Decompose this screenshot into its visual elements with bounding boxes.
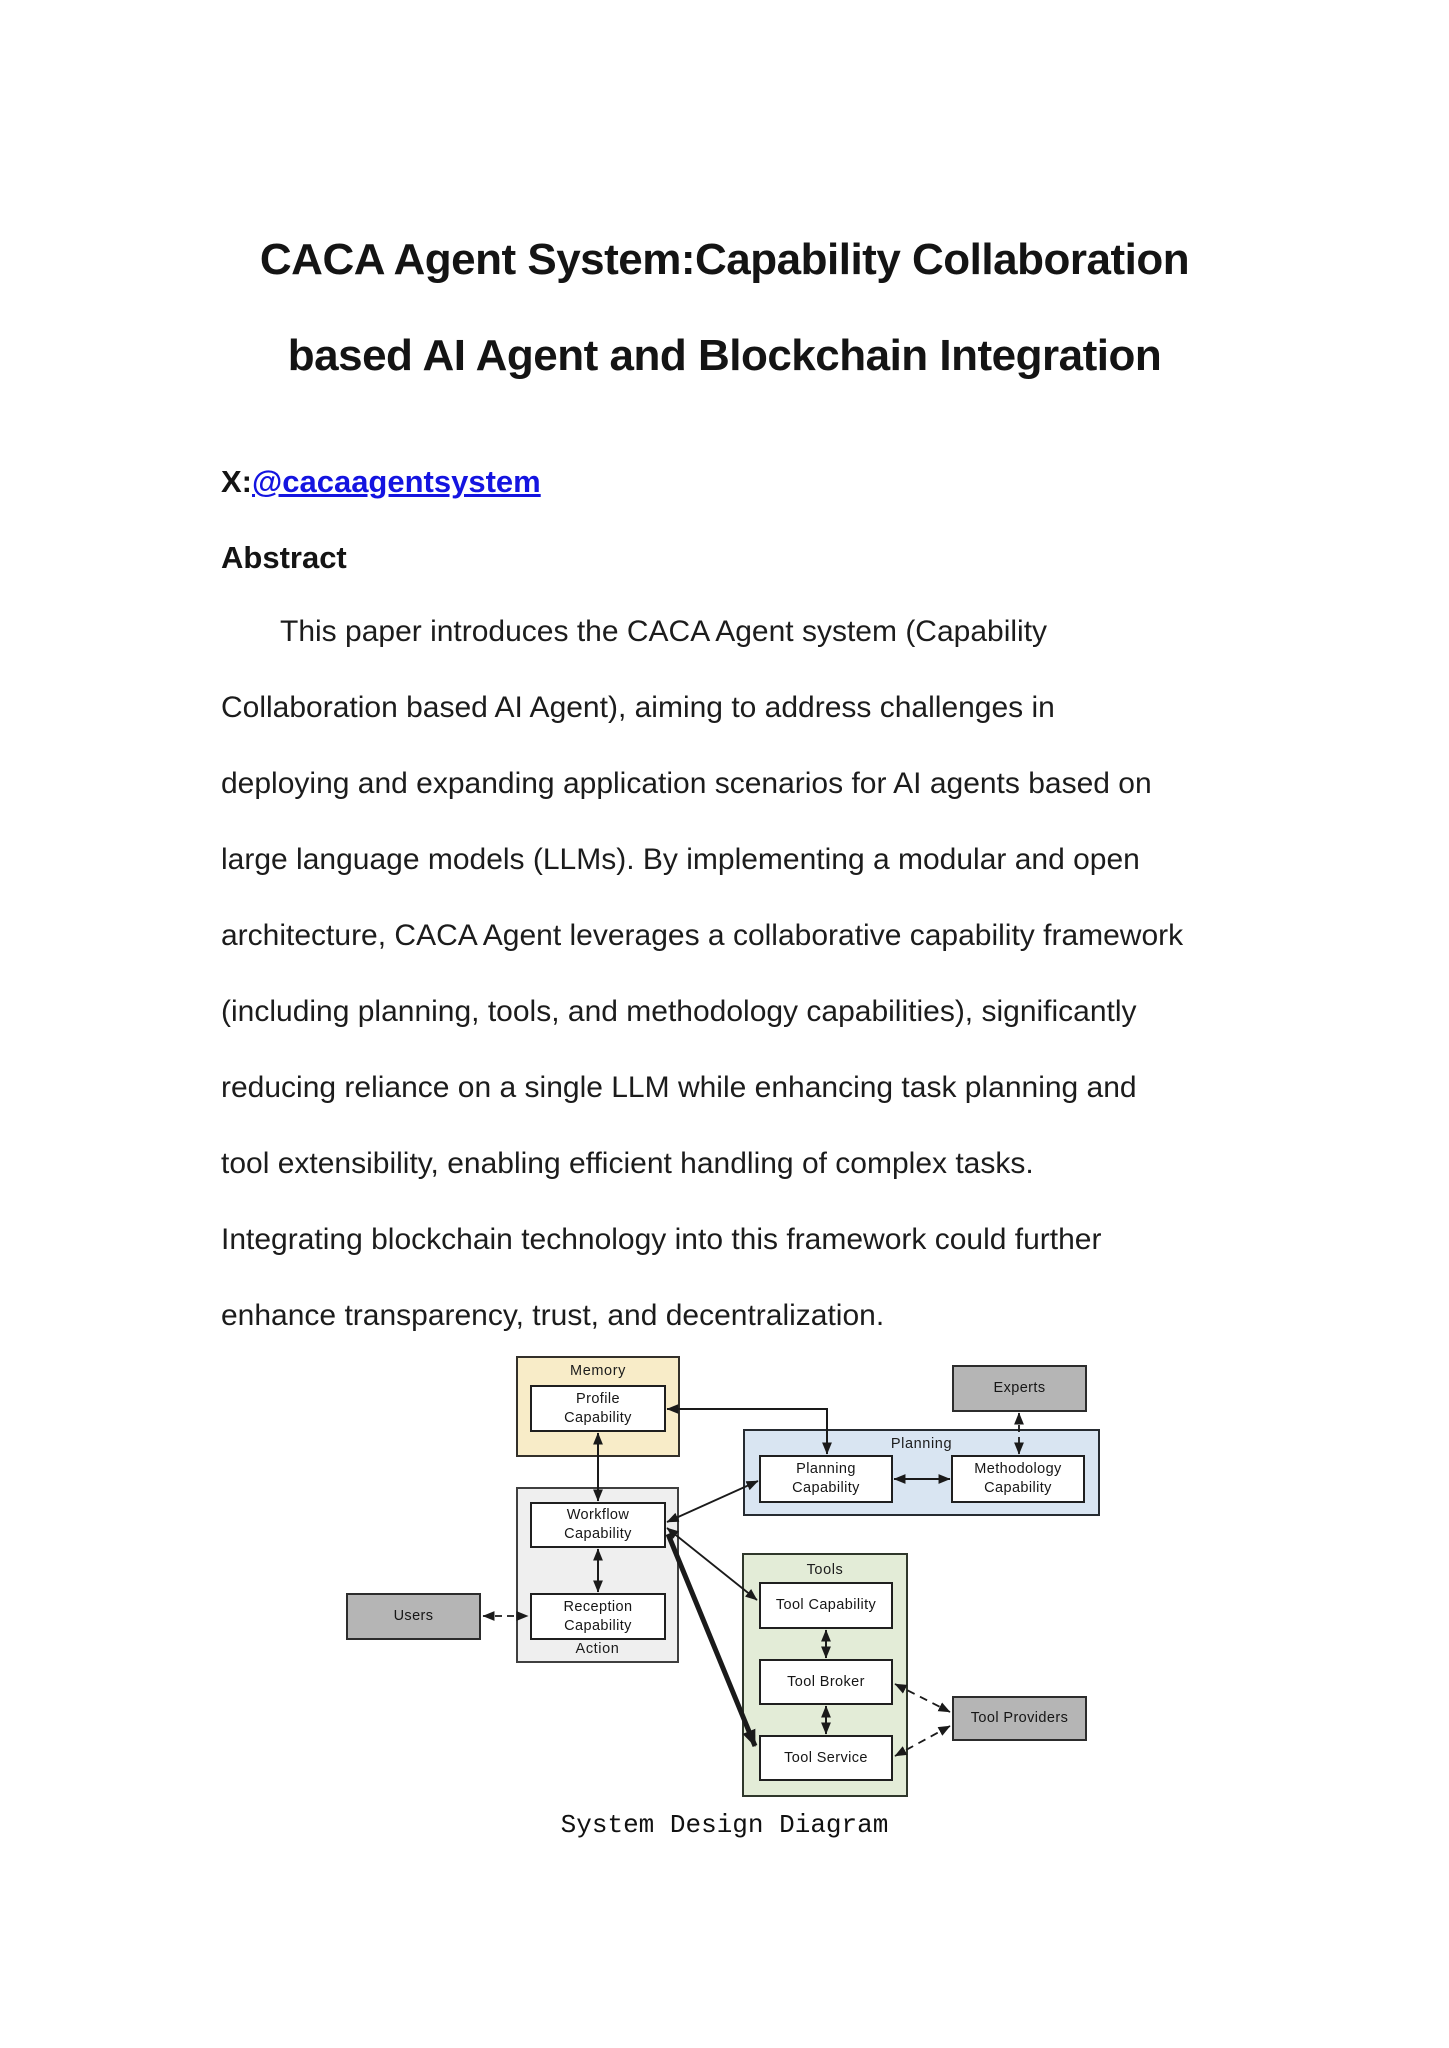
tool-broker-node: Tool Broker (759, 1659, 893, 1705)
methodology-capability-node: Methodology Capability (951, 1455, 1085, 1503)
abstract-paragraph: This paper introduces the CACA Agent sys… (221, 594, 1261, 1354)
paper-title-line-2: based AI Agent and Blockchain Integratio… (287, 331, 1162, 380)
memory-group-label: Memory (570, 1363, 626, 1379)
abstract-line: (including planning, tools, and methodol… (221, 995, 1137, 1028)
profile-capability-node: Profile Capability (530, 1385, 666, 1432)
experts-node: Experts (952, 1365, 1087, 1412)
paper-title: CACA Agent System:Capability Collaborati… (60, 212, 1389, 404)
figure-caption: System Design Diagram (560, 1810, 889, 1840)
abstract-heading: Abstract (221, 540, 347, 575)
tools-group-label: Tools (806, 1562, 844, 1578)
reception-capability-node: Reception Capability (530, 1593, 666, 1640)
planning-capability-node: Planning Capability (759, 1455, 893, 1503)
tool-service-node: Tool Service (759, 1735, 893, 1781)
system-design-diagram: Memory Planning Tools Action Profile Cap… (0, 1350, 1449, 1815)
paper-title-line-1: CACA Agent System:Capability Collaborati… (259, 235, 1190, 284)
tool-providers-node: Tool Providers (952, 1696, 1087, 1741)
users-node: Users (346, 1593, 481, 1640)
abstract-line: large language models (LLMs). By impleme… (221, 843, 1140, 876)
tool-capability-node: Tool Capability (759, 1582, 893, 1629)
abstract-line: Collaboration based AI Agent), aiming to… (221, 691, 1055, 724)
author-x-line: X:@cacaagentsystem (221, 462, 541, 502)
x-handle-link[interactable]: @cacaagentsystem (252, 464, 541, 499)
abstract-line: deploying and expanding application scen… (221, 767, 1152, 800)
abstract-line: Integrating blockchain technology into t… (221, 1223, 1102, 1256)
diagram-connectors (482, 1404, 1024, 1757)
abstract-line: enhance transparency, trust, and decentr… (221, 1299, 885, 1332)
x-label: X: (221, 464, 252, 499)
abstract-line: This paper introduces the CACA Agent sys… (280, 615, 1048, 648)
planning-group-label: Planning (890, 1436, 953, 1452)
abstract-line: architecture, CACA Agent leverages a col… (221, 919, 1184, 952)
workflow-capability-node: Workflow Capability (530, 1502, 666, 1548)
abstract-line: tool extensibility, enabling efficient h… (221, 1147, 1034, 1180)
abstract-line: reducing reliance on a single LLM while … (221, 1071, 1137, 1104)
action-group-label: Action (575, 1641, 620, 1657)
